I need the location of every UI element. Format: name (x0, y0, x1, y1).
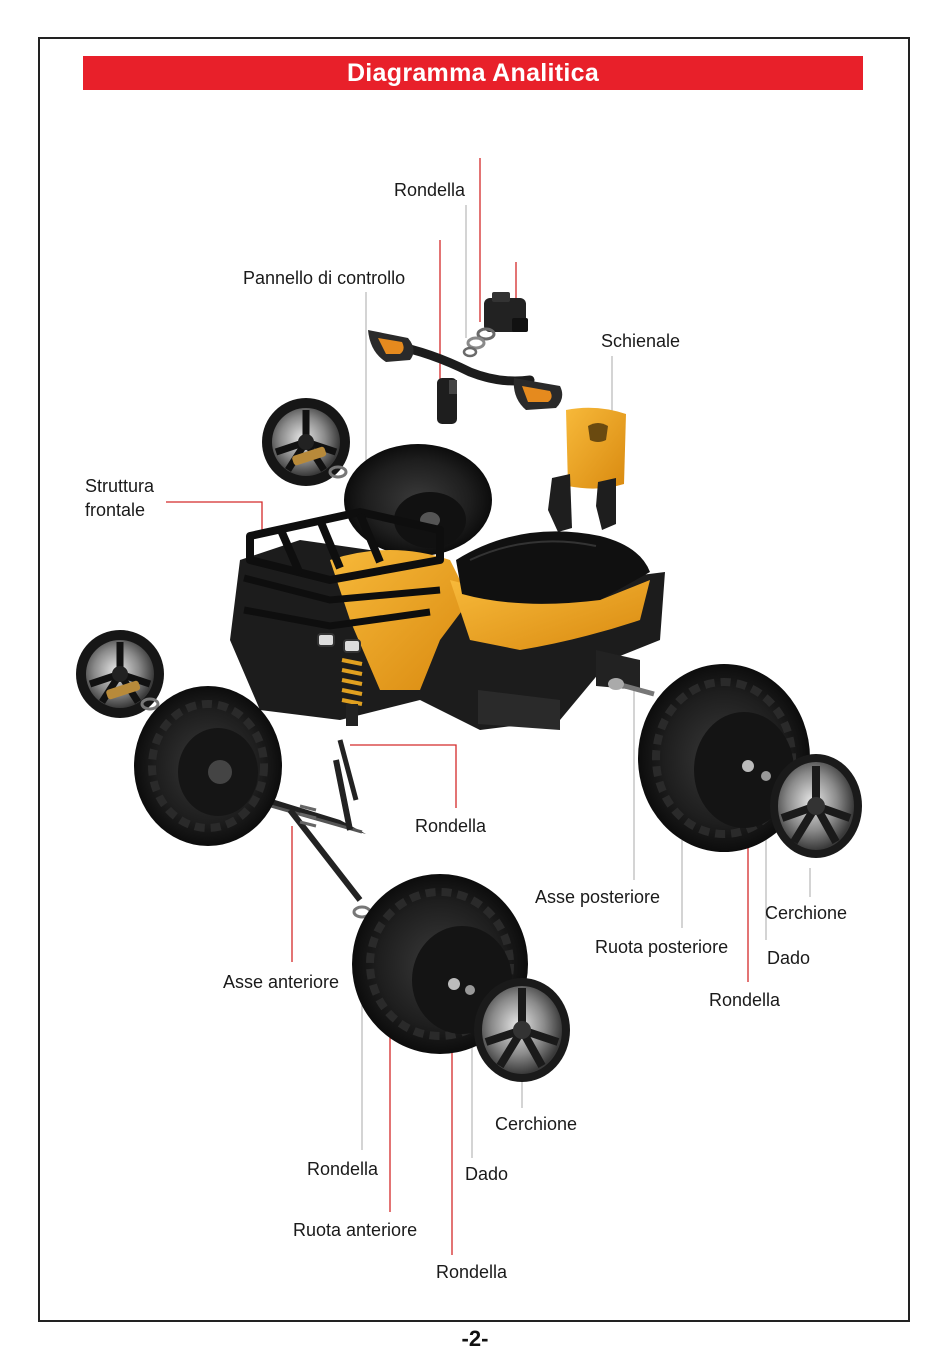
label-rondella-right: Rondella (709, 988, 780, 1012)
label-schienale: Schienale (601, 329, 680, 353)
rear-right-rim (770, 754, 862, 858)
label-ruota-anteriore: Ruota anteriore (293, 1218, 417, 1242)
label-struttura-line2: frontale (85, 498, 145, 522)
label-cerchione-right: Cerchione (765, 901, 847, 925)
label-rondella-bottom-left: Rondella (307, 1157, 378, 1181)
rim-upper-left (262, 398, 350, 486)
handlebar-assembly (368, 330, 562, 424)
front-left-wheel (134, 686, 282, 846)
seat-back-part (548, 408, 626, 532)
label-cerchione-bottom: Cerchione (495, 1112, 577, 1136)
page-number: -2- (0, 1326, 950, 1352)
front-right-rim (474, 978, 570, 1082)
label-dado-bottom: Dado (465, 1162, 508, 1186)
label-dado-right: Dado (767, 946, 810, 970)
label-ruota-posteriore: Ruota posteriore (595, 935, 728, 959)
label-pannello-di-controllo: Pannello di controllo (243, 266, 405, 290)
washers-top (464, 329, 494, 356)
label-asse-posteriore: Asse posteriore (535, 885, 660, 909)
label-rondella-top: Rondella (394, 178, 465, 202)
label-asse-anteriore: Asse anteriore (223, 970, 339, 994)
label-struttura-line1: Struttura (85, 474, 154, 498)
leader-struttura (166, 502, 262, 530)
rim-middle-left (76, 630, 164, 718)
label-rondella-mid: Rondella (415, 814, 486, 838)
leader-rondella-mid (350, 745, 456, 808)
label-rondella-bottom: Rondella (436, 1260, 507, 1284)
switch-part (484, 292, 528, 332)
